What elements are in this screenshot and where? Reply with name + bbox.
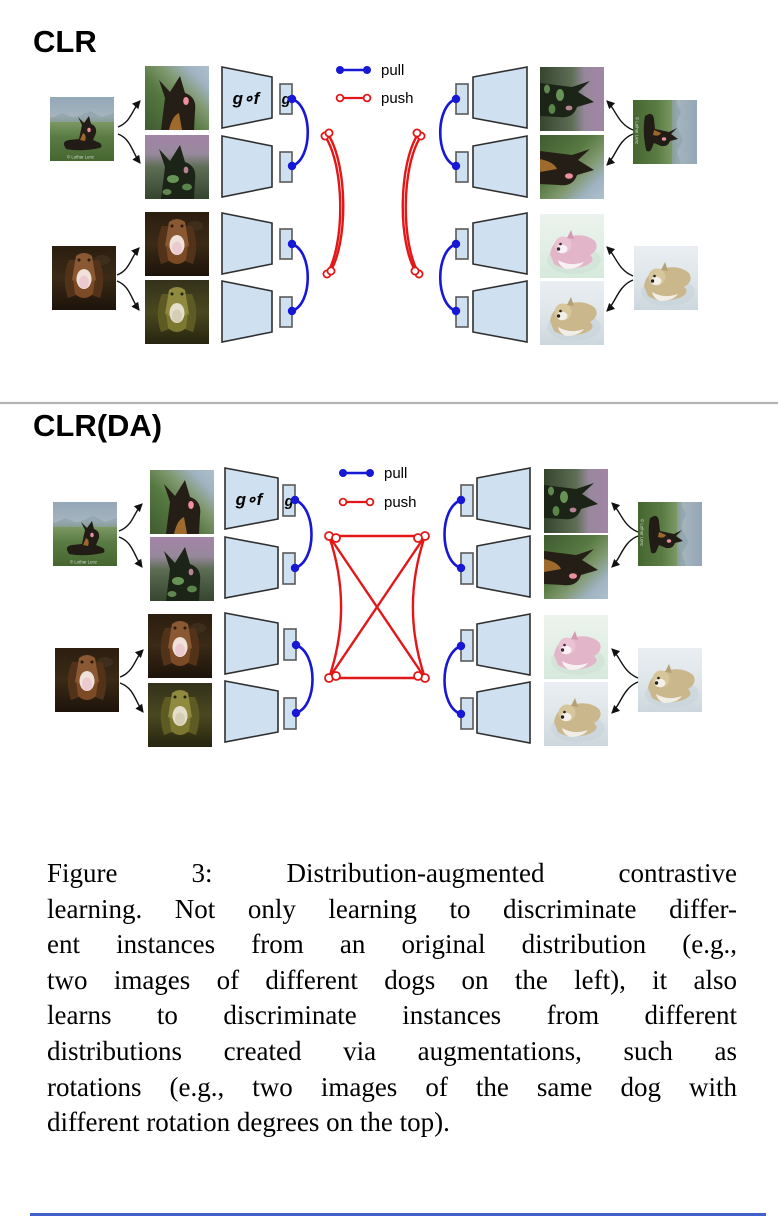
clrda-husky-aug-pink <box>544 615 608 679</box>
caption-line: distributions created via augmentations,… <box>47 1035 737 1066</box>
clr-husky-aug-pink <box>540 214 604 278</box>
projection-label: g <box>284 494 294 510</box>
clr-husky-aug-crop <box>540 281 604 345</box>
clrda-gsd-rot-aug-colorjitter <box>544 469 608 533</box>
encoder-trapezoid <box>221 280 273 343</box>
legend-clr: pull push <box>335 62 414 107</box>
encoder-trapezoid <box>476 613 531 676</box>
clr-gsd-rot-aug-colorjitter <box>540 67 604 131</box>
caption-line: different rotation degrees on the top). <box>47 1107 450 1138</box>
clr-gsd-rot-aug-crop <box>540 135 604 199</box>
clrda-hound-original <box>55 648 119 712</box>
encoder-trapezoid <box>221 66 273 129</box>
encoder-trapezoid <box>472 280 528 343</box>
encoder-trapezoid <box>221 135 273 198</box>
caption-line: Figure 3: Distribution-augmented contras… <box>47 858 737 888</box>
encoder-trapezoid <box>224 680 279 743</box>
clr-hound-aug-colorjitter <box>145 280 209 344</box>
caption-line: rotations (e.g., two images of the same … <box>47 1071 737 1102</box>
clr-gsd-rot-original <box>633 100 697 164</box>
encoder-trapezoid <box>472 135 528 198</box>
clrda-hound-aug-crop <box>148 614 212 678</box>
push-curves <box>320 128 426 279</box>
pull-arcs <box>287 94 461 316</box>
clr-hound-aug-crop <box>145 212 209 276</box>
encoder-trapezoid <box>476 681 531 744</box>
clrda-hound-aug-colorjitter <box>148 683 212 747</box>
legend-pull-label: pull <box>381 62 404 79</box>
legend-pull-label: pull <box>384 465 407 482</box>
encoder-label: g∘f <box>235 490 265 509</box>
clrda-gsd-aug-colorjitter <box>150 537 214 601</box>
encoder-trapezoid <box>476 467 531 530</box>
clrda-husky-original <box>638 648 702 712</box>
encoder-trapezoid <box>224 467 279 530</box>
augmentation-arrows <box>118 502 639 714</box>
encoder-label: g∘f <box>232 89 262 108</box>
encoder-trapezoid <box>224 612 279 675</box>
clr-hound-original <box>52 246 116 310</box>
panel-title-clr: CLR <box>33 24 97 59</box>
clrda-husky-aug-crop <box>544 682 608 746</box>
encoder-trapezoid <box>221 212 273 275</box>
panel-clr-da: g∘f g p <box>53 465 702 747</box>
panel-clr: g∘f g pull <box>50 62 698 345</box>
encoder-trapezoid <box>476 535 531 598</box>
clr-gsd-aug-colorjitter <box>145 135 209 199</box>
clr-husky-original <box>634 246 698 310</box>
legend-push-label: push <box>381 90 414 107</box>
encoder-trapezoid <box>224 536 279 599</box>
clrda-gsd-rot-original <box>638 502 702 566</box>
caption-line: learning. Not only learning to discrimin… <box>47 893 737 924</box>
panel-title-clr-da: CLR(DA) <box>33 408 163 443</box>
push-complete-graph <box>324 531 430 683</box>
figure-caption: Figure 3: Distribution-augmented contras… <box>47 856 737 1141</box>
encoder-trapezoid <box>472 66 528 129</box>
clrda-gsd-original <box>53 502 117 566</box>
clrda-gsd-aug-crop <box>150 470 214 534</box>
clr-gsd-original <box>50 97 114 161</box>
caption-line: two images of different dogs on the left… <box>47 964 737 995</box>
augmentation-arrows <box>116 100 634 312</box>
caption-line: ent instances from an original distribut… <box>47 929 737 960</box>
clrda-gsd-rot-aug-crop <box>544 535 608 599</box>
projection-label: g <box>281 92 291 108</box>
pull-arcs <box>290 495 466 719</box>
encoder-trapezoid <box>472 212 528 275</box>
clr-gsd-aug-crop <box>145 66 209 130</box>
bottom-rule <box>30 1213 766 1216</box>
caption-line: learns to discriminate instances from di… <box>47 1000 737 1031</box>
legend-clr-da: pull push <box>338 465 417 511</box>
legend-push-label: push <box>384 494 417 511</box>
